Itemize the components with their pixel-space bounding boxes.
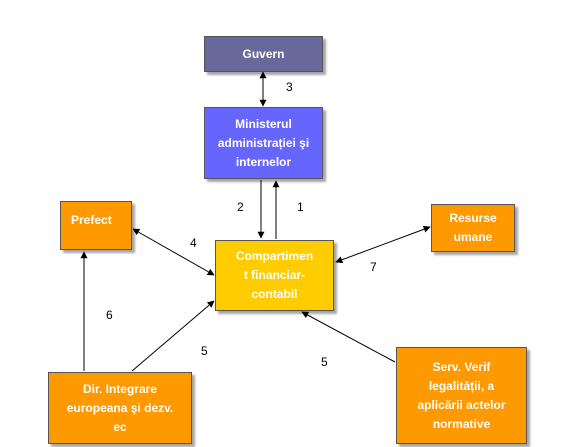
- edge-label-2: 2: [237, 200, 244, 214]
- edge-label-5-serv: 5: [321, 355, 328, 369]
- node-compartiment-financiar: Compartimen t financiar- contabil: [215, 240, 334, 311]
- node-guvern: Guvern: [204, 36, 323, 72]
- edge-label-3: 3: [286, 80, 293, 94]
- node-ministerul: Ministerul administrației şi internelor: [204, 107, 323, 179]
- edge-resurse-compartiment: [335, 225, 431, 264]
- node-serv-verif: Serv. Verif legalității, a aplicării act…: [396, 347, 527, 444]
- edge-label-4: 4: [190, 236, 197, 250]
- edge-prefect-compartiment: [132, 228, 215, 276]
- node-resurse-umane: Resurse umane: [431, 204, 515, 252]
- node-prefect: Prefect: [60, 201, 132, 250]
- edge-serv-to-compartiment: [301, 311, 396, 363]
- edge-label-7: 7: [370, 260, 377, 274]
- node-dir-integrare: Dir. Integrare europeana şi dezv. ec: [48, 372, 192, 444]
- edge-label-6: 6: [106, 308, 113, 322]
- edge-dir-to-compartiment: [131, 300, 215, 372]
- edge-label-1: 1: [297, 200, 304, 214]
- edge-label-5-dir: 5: [201, 344, 208, 358]
